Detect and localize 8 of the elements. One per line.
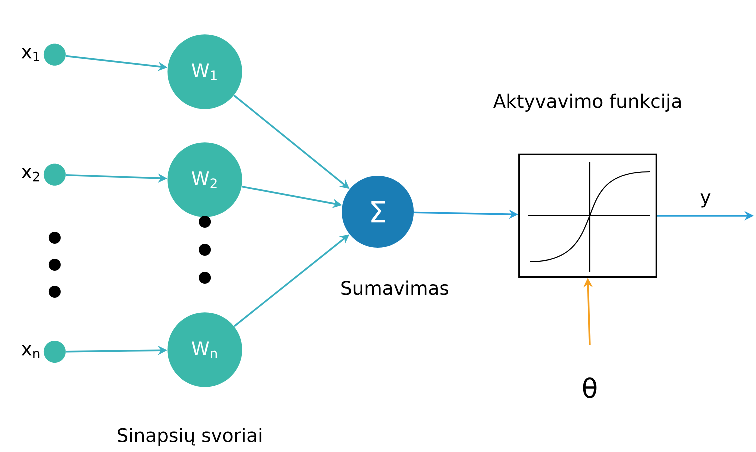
theta-label: θ bbox=[583, 378, 597, 398]
input-label: x$_{2}$ bbox=[22, 168, 40, 182]
input-label: x$_{1}$ bbox=[22, 48, 40, 62]
node-caption: Sumavimas bbox=[342, 280, 448, 296]
edge-label: y bbox=[700, 194, 711, 208]
box-heading: Aktyvavimo funkcija bbox=[494, 94, 681, 112]
caption-text: Sinapsių svoriai bbox=[118, 428, 262, 446]
input-label: x$_{n}$ bbox=[22, 345, 40, 359]
